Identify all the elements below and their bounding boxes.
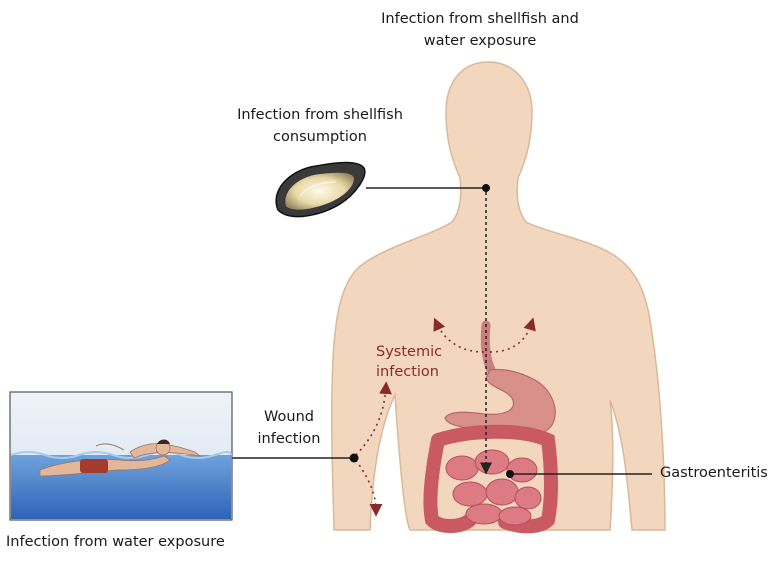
systemic-label-line1: Systemic (376, 344, 443, 360)
wound-label: Wound infection (244, 406, 334, 450)
swim-shorts (80, 459, 108, 473)
gastro-label-text: Gastroenteritis (660, 465, 768, 481)
wound-label-line1: Wound (264, 409, 314, 425)
swimmer-scene (9, 391, 233, 521)
gastro-label: Gastroenteritis (660, 463, 768, 483)
shellfish-entry-dot (482, 184, 490, 192)
water-label-text: Infection from water exposure (6, 534, 225, 550)
water-label: Infection from water exposure (6, 532, 225, 552)
shellfish-label: Infection from shellfish consumption (220, 104, 420, 148)
top-label: Infection from shellfish and water expos… (355, 8, 605, 52)
top-label-line1: Infection from shellfish and (381, 11, 579, 27)
top-label-line2: water exposure (423, 33, 537, 49)
systemic-label: Systemic infection (376, 342, 442, 382)
shellfish-label-line2: consumption (273, 129, 367, 145)
wound-label-line2: infection (257, 431, 321, 447)
shellfish-label-line1: Infection from shellfish (237, 107, 403, 123)
systemic-label-line2: infection (376, 364, 439, 380)
gastro-dot (506, 470, 514, 478)
stomach (444, 368, 556, 439)
systemic-arrows (355, 317, 536, 517)
wound-dot (349, 453, 359, 463)
esophagus (480, 320, 497, 377)
oyster-icon (275, 161, 366, 218)
